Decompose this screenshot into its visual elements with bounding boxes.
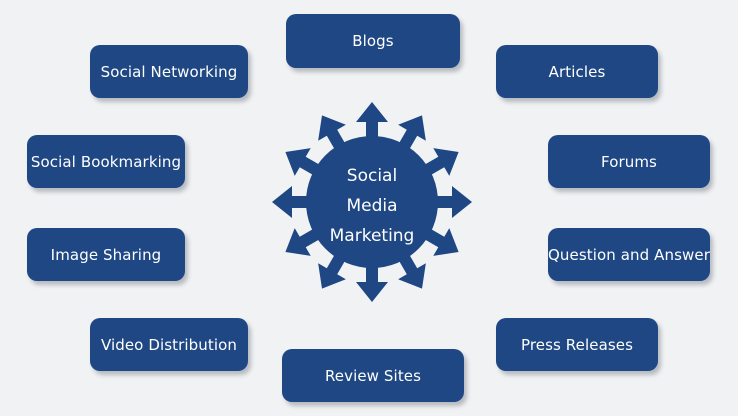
node-image-sharing: Image Sharing — [27, 228, 185, 281]
node-social-networking: Social Networking — [90, 45, 248, 98]
node-question-and-answer: Question and Answer — [548, 228, 710, 281]
hub-circle — [306, 136, 438, 268]
node-review-sites: Review Sites — [282, 349, 464, 402]
node-articles: Articles — [496, 45, 658, 98]
center-label-line-1: Social — [346, 166, 398, 186]
center-label-line-2: Media — [346, 196, 398, 216]
node-press-releases: Press Releases — [496, 318, 658, 371]
center-label-line-3: Marketing — [329, 226, 415, 246]
node-video-distribution: Video Distribution — [90, 318, 248, 371]
node-social-bookmarking: Social Bookmarking — [27, 135, 185, 188]
starburst-arrows-icon — [272, 102, 472, 302]
node-blogs: Blogs — [286, 14, 460, 68]
center-label: Social Media Marketing — [272, 161, 472, 251]
node-forums: Forums — [548, 135, 710, 188]
